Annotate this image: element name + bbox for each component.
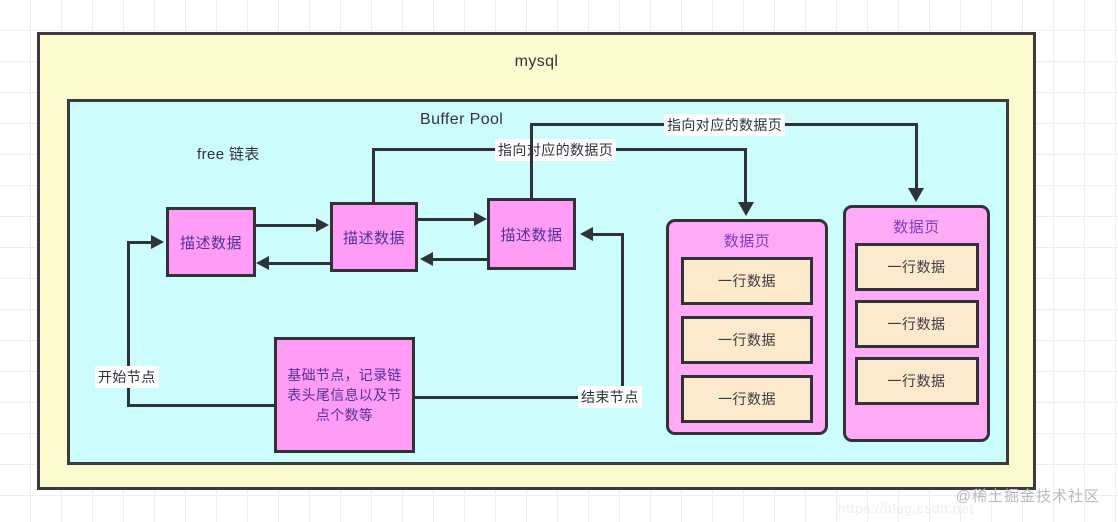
edge-desc3-to-desc2-line: [432, 258, 488, 261]
edge-pointer1-vertical-end: [744, 148, 747, 204]
edge-pointer2-vertical-end: [915, 123, 918, 191]
edge-desc1-to-desc2-line: [256, 224, 318, 227]
desc-node-2[interactable]: 描述数据: [330, 202, 418, 272]
start-node-label: 开始节点: [95, 366, 159, 388]
edge-end-node-horizontal-lower: [415, 396, 624, 399]
edge-pointer2-arrowhead: [908, 188, 924, 202]
desc-node-3[interactable]: 描述数据: [487, 198, 576, 270]
data-page-1-title: 数据页: [723, 233, 771, 250]
desc-node-1-label: 描述数据: [179, 234, 242, 252]
data-page-1-row-2[interactable]: 一行数据: [681, 316, 813, 364]
data-page-2-title: 数据页: [893, 219, 940, 236]
data-page-2[interactable]: 数据页 一行数据 一行数据 一行数据: [843, 205, 990, 442]
edge-start-node-horizontal-upper: [127, 241, 153, 244]
data-page-2-row-1[interactable]: 一行数据: [854, 243, 979, 291]
desc-node-2-label: 描述数据: [342, 229, 405, 247]
watermark-url: https://blog.csdn.net: [838, 500, 974, 516]
free-list-label: free 链表: [197, 146, 260, 163]
data-page-1-row-3-label: 一行数据: [718, 391, 776, 407]
desc-node-3-label: 描述数据: [500, 226, 563, 244]
end-node-label: 结束节点: [578, 386, 642, 408]
data-page-1[interactable]: 数据页 一行数据 一行数据 一行数据: [666, 219, 828, 435]
base-node-label: 基础节点，记录链表头尾信息以及节点个数等: [287, 366, 402, 424]
data-page-2-row-2[interactable]: 一行数据: [854, 300, 979, 348]
edge-desc2-to-desc3-line: [418, 218, 476, 221]
edge-desc2-to-desc1-line: [268, 262, 330, 265]
edge-start-node-horizontal-lower: [127, 404, 277, 407]
data-page-2-row-1-label: 一行数据: [887, 259, 946, 275]
edge-end-node-arrowhead: [580, 227, 593, 241]
edge-pointer2-vertical-start: [530, 123, 533, 199]
edge-pointer1-vertical-start: [372, 148, 375, 204]
edge-end-node-vertical: [621, 233, 624, 399]
edge-end-node-horizontal-upper: [593, 233, 623, 236]
pointer1-label: 指向对应的数据页: [495, 139, 617, 161]
edge-start-node-arrowhead: [151, 235, 164, 249]
edge-desc2-to-desc3-arrowhead: [474, 212, 487, 226]
data-page-1-row-2-label: 一行数据: [718, 332, 776, 348]
edge-desc2-to-desc1-arrowhead: [256, 256, 269, 270]
edge-desc3-to-desc2-arrowhead: [420, 252, 433, 266]
watermark-brand: @稀土掘金技术社区: [955, 488, 1100, 505]
data-page-1-row-1-label: 一行数据: [718, 273, 776, 289]
desc-node-1[interactable]: 描述数据: [166, 207, 256, 277]
data-page-2-row-2-label: 一行数据: [887, 316, 946, 332]
mysql-label: mysql: [514, 53, 559, 70]
edge-start-node-vertical: [127, 241, 130, 407]
base-node[interactable]: 基础节点，记录链表头尾信息以及节点个数等: [274, 337, 415, 453]
data-page-1-row-3[interactable]: 一行数据: [681, 375, 813, 423]
data-page-2-row-3-label: 一行数据: [887, 373, 946, 389]
data-page-1-row-1[interactable]: 一行数据: [681, 257, 813, 305]
buffer-pool-label: Buffer Pool: [420, 111, 504, 128]
data-page-2-row-3[interactable]: 一行数据: [854, 357, 979, 405]
edge-desc1-to-desc2-arrowhead: [316, 218, 329, 232]
pointer2-label: 指向对应的数据页: [664, 114, 786, 136]
edge-pointer1-arrowhead: [738, 202, 754, 216]
